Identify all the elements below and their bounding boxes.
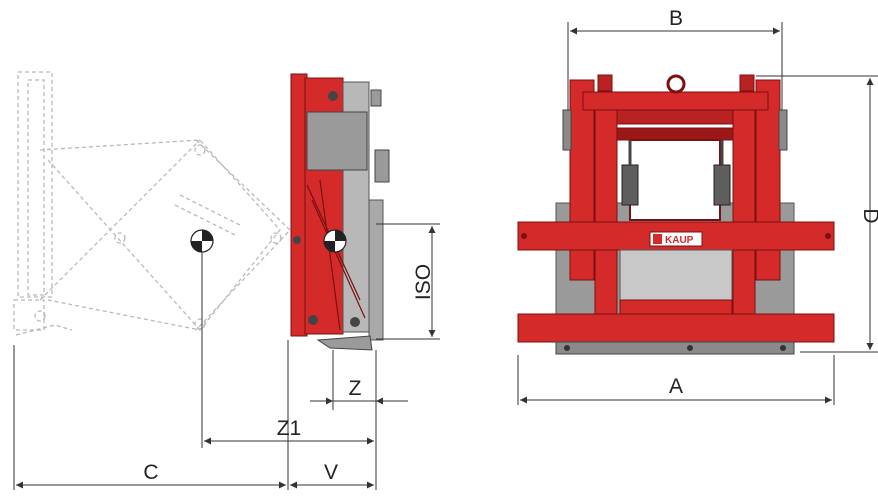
center-of-gravity-retracted <box>323 229 347 253</box>
extension-lines-front <box>517 22 878 405</box>
label-a: A <box>669 375 683 398</box>
label-d: D <box>859 208 878 223</box>
dimension-iso: ISO <box>412 226 436 337</box>
label-iso: ISO <box>412 264 435 300</box>
dimension-z1: Z1 <box>204 417 374 445</box>
dimension-c: C <box>16 461 286 489</box>
label-z: Z <box>349 377 362 400</box>
dimension-b: B <box>570 7 780 35</box>
dimension-z: Z <box>310 377 408 405</box>
dimension-v: V <box>290 461 374 489</box>
side-view-attachment <box>290 73 390 351</box>
brand-label: KAUP <box>665 235 694 246</box>
dimension-a: A <box>520 375 832 404</box>
extended-position-ghost <box>13 71 291 336</box>
dimension-d: D <box>859 78 878 350</box>
front-view-attachment: KAUP <box>517 74 835 355</box>
center-of-gravity-extended <box>190 229 214 448</box>
label-c: C <box>143 461 158 484</box>
label-b: B <box>669 7 683 30</box>
extension-lines-side <box>13 223 440 490</box>
label-v: V <box>324 461 338 484</box>
label-z1: Z1 <box>277 417 302 440</box>
